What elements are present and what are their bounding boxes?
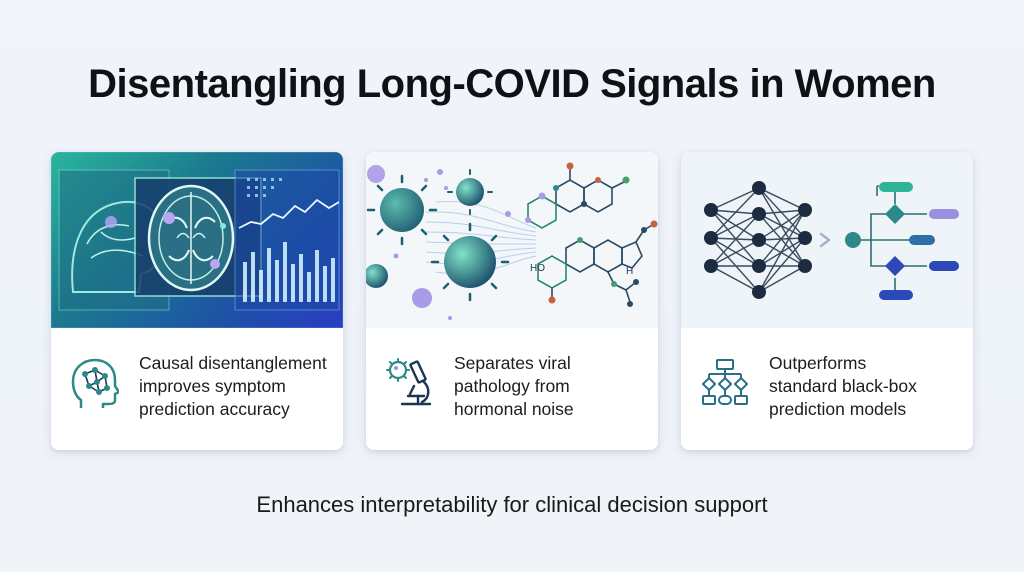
card-text: Causal disentanglement improves symptom … <box>139 353 327 419</box>
footer-caption: Enhances interpretability for clinical d… <box>256 492 768 517</box>
card-causal-disentanglement: Causal disentanglement improves symptom … <box>51 152 343 450</box>
virus-molecule-visual: HO H <box>366 152 658 328</box>
page-title: Disentangling Long-COVID Signals in Wome… <box>88 62 936 106</box>
brain-network-icon <box>71 358 119 408</box>
molecule-label-h: H <box>626 266 634 277</box>
brain-scan-visual <box>51 152 343 328</box>
card-outperforms-black-box: Outperforms standard black-box predictio… <box>681 152 973 450</box>
network-tree-visual <box>681 152 973 328</box>
virus-microscope-icon <box>386 358 432 406</box>
card-viral-pathology: HO H Separates viral pathology from horm… <box>366 152 658 450</box>
brain-scan-chart-icon <box>51 152 343 328</box>
molecule-label-ho: HO <box>530 263 545 274</box>
neural-network-to-decision-tree-icon <box>704 181 959 300</box>
card-text: Outperforms standard black-box predictio… <box>769 353 917 419</box>
card-text: Separates viral pathology from hormonal … <box>454 353 574 419</box>
flowchart-icon <box>702 359 748 405</box>
virus-large <box>380 188 424 232</box>
virus-to-hormone-molecule-icon <box>366 162 658 320</box>
